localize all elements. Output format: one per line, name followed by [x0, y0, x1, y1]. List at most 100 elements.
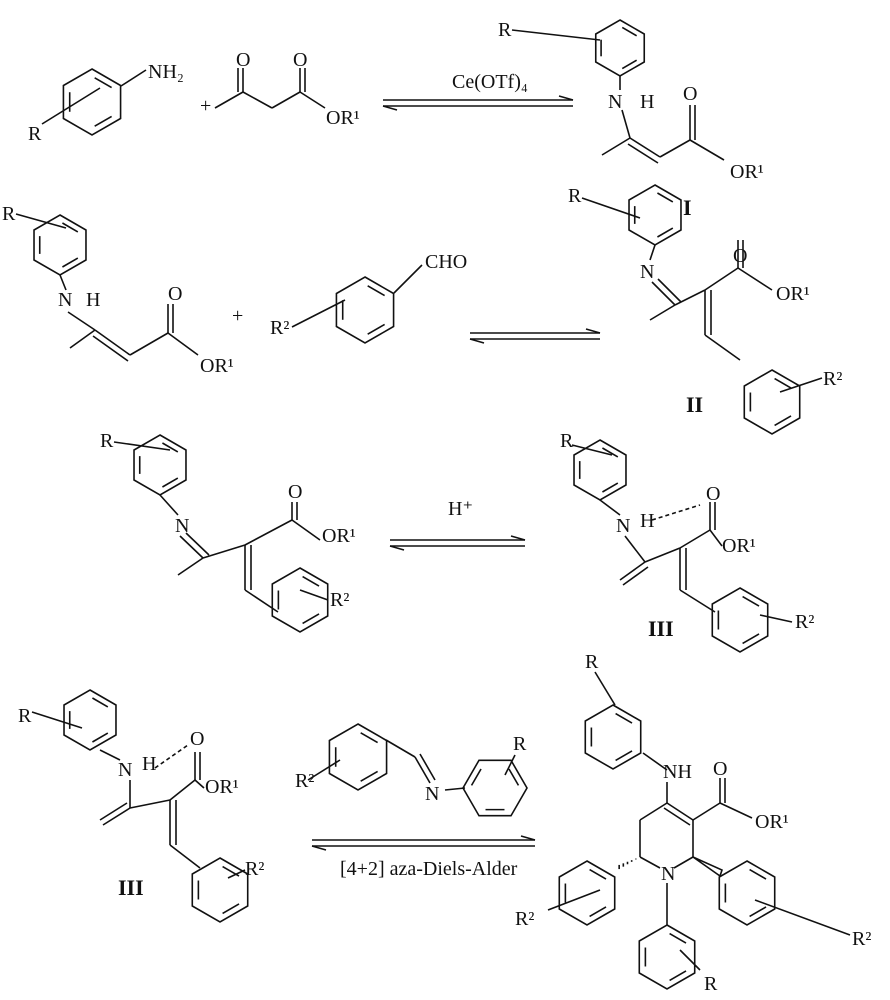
double-bond [622, 566, 649, 586]
bond [167, 332, 199, 356]
aromatic-double-bond [602, 482, 619, 493]
ester-group: OR¹ [755, 811, 789, 833]
nitrogen-label: N [58, 289, 72, 311]
aromatic-double-bond [62, 222, 79, 233]
bond [624, 535, 646, 563]
benzene-ring [628, 184, 682, 246]
aromatic-double-bond [742, 595, 760, 607]
bond [674, 289, 706, 306]
benzene-ring [335, 276, 395, 344]
aldehyde-group: CHO [425, 251, 467, 273]
bond [299, 91, 326, 109]
ring-outline [271, 567, 329, 633]
aromatic-double-bond [589, 906, 607, 918]
ester-oxygen: O [293, 49, 307, 71]
aromatic-double-bond [657, 227, 674, 238]
substituent-r: R [560, 430, 574, 452]
ester-group: OR¹ [722, 535, 756, 557]
aromatic-double-bond [92, 697, 109, 708]
hydrogen-label: H [640, 91, 654, 113]
aromatic-double-bond [360, 732, 379, 744]
ring-outline [743, 369, 801, 435]
equilibrium-arrow [389, 535, 526, 551]
bond [689, 139, 725, 161]
bond [644, 547, 681, 563]
nitrogen-label: N [616, 515, 630, 537]
substituent-bond [307, 759, 341, 781]
forward-arrowhead [558, 95, 574, 101]
substituent-bond [547, 889, 601, 911]
bond [639, 802, 668, 821]
hydrogen-label: H [142, 753, 156, 775]
bond [214, 91, 244, 109]
double-bond [99, 802, 128, 821]
bond [385, 739, 416, 758]
aromatic-double-bond [589, 868, 607, 880]
bond [120, 69, 147, 87]
aromatic-double-bond [367, 285, 386, 297]
amine-label: NH [663, 761, 692, 783]
substituent-bond [679, 949, 701, 971]
ring-outline [638, 924, 696, 990]
reverse-arrowhead [469, 338, 485, 344]
ring-outline [573, 439, 627, 501]
aromatic-double-bond [742, 633, 760, 645]
aromatic-double-bond [162, 477, 179, 488]
reverse-arrowhead [382, 105, 398, 111]
carbonyl-oxygen: O [288, 481, 302, 503]
aromatic-double-bond [749, 906, 767, 918]
step-2: R N H O OR¹ + R² CHO R N O OR¹ R² II [2, 185, 842, 417]
aromatic-double-bond [615, 750, 633, 762]
ring-outline [191, 857, 249, 923]
bond [67, 311, 96, 331]
ring-outline [62, 68, 122, 136]
reaction-label: [4+2] aza-Diels-Alder [340, 858, 518, 880]
substituent-r: R [18, 705, 32, 727]
substituent-r: R [513, 733, 527, 755]
substituent-r: R [585, 651, 599, 673]
substituent-bond [779, 377, 823, 393]
bond [642, 752, 668, 771]
benzene-ring [558, 860, 616, 926]
aromatic-double-bond [669, 970, 687, 982]
ring-outline [558, 860, 616, 926]
catalyst-label: H⁺ [448, 498, 473, 520]
aromatic-double-bond [508, 768, 520, 786]
carbonyl-oxygen: O [190, 728, 204, 750]
hydrogen-label: H [86, 289, 100, 311]
benzene-ring [743, 369, 801, 435]
bond [202, 544, 246, 559]
compound-label-III: III [648, 616, 674, 641]
substituent-r: R [100, 430, 114, 452]
bond [169, 844, 201, 869]
benzene-ring [133, 434, 187, 496]
aromatic-double-bond [360, 770, 379, 782]
benzene-ring [462, 759, 528, 817]
double-bond [419, 753, 436, 781]
bonds [15, 29, 851, 971]
plus-sign: + [200, 95, 211, 117]
double-bond [179, 535, 204, 559]
substituent-bond [754, 899, 851, 936]
hydrogen-label: H [640, 510, 654, 532]
substituent-r2: R² [295, 770, 314, 792]
step-3: R N O OR¹ R² H⁺ R N H O OR¹ R² III [100, 430, 814, 641]
substituent-r: R [2, 203, 16, 225]
bond [177, 557, 204, 576]
double-bond [651, 281, 676, 306]
ester-group: OR¹ [205, 776, 239, 798]
benzene-rings [33, 19, 801, 990]
ring-outline [328, 723, 388, 791]
bond [393, 264, 423, 294]
aromatic-double-bond [774, 377, 792, 389]
bond [719, 802, 753, 819]
benzene-ring [33, 214, 87, 276]
bond [244, 589, 279, 613]
aromatic-double-bond [774, 415, 792, 427]
reverse-arrowhead [389, 545, 405, 551]
nitrogen-label: N [425, 783, 439, 805]
bond [99, 749, 121, 761]
wedge-bond [692, 856, 723, 878]
ester-group: OR¹ [200, 355, 234, 377]
substituent-r: R [498, 19, 512, 41]
